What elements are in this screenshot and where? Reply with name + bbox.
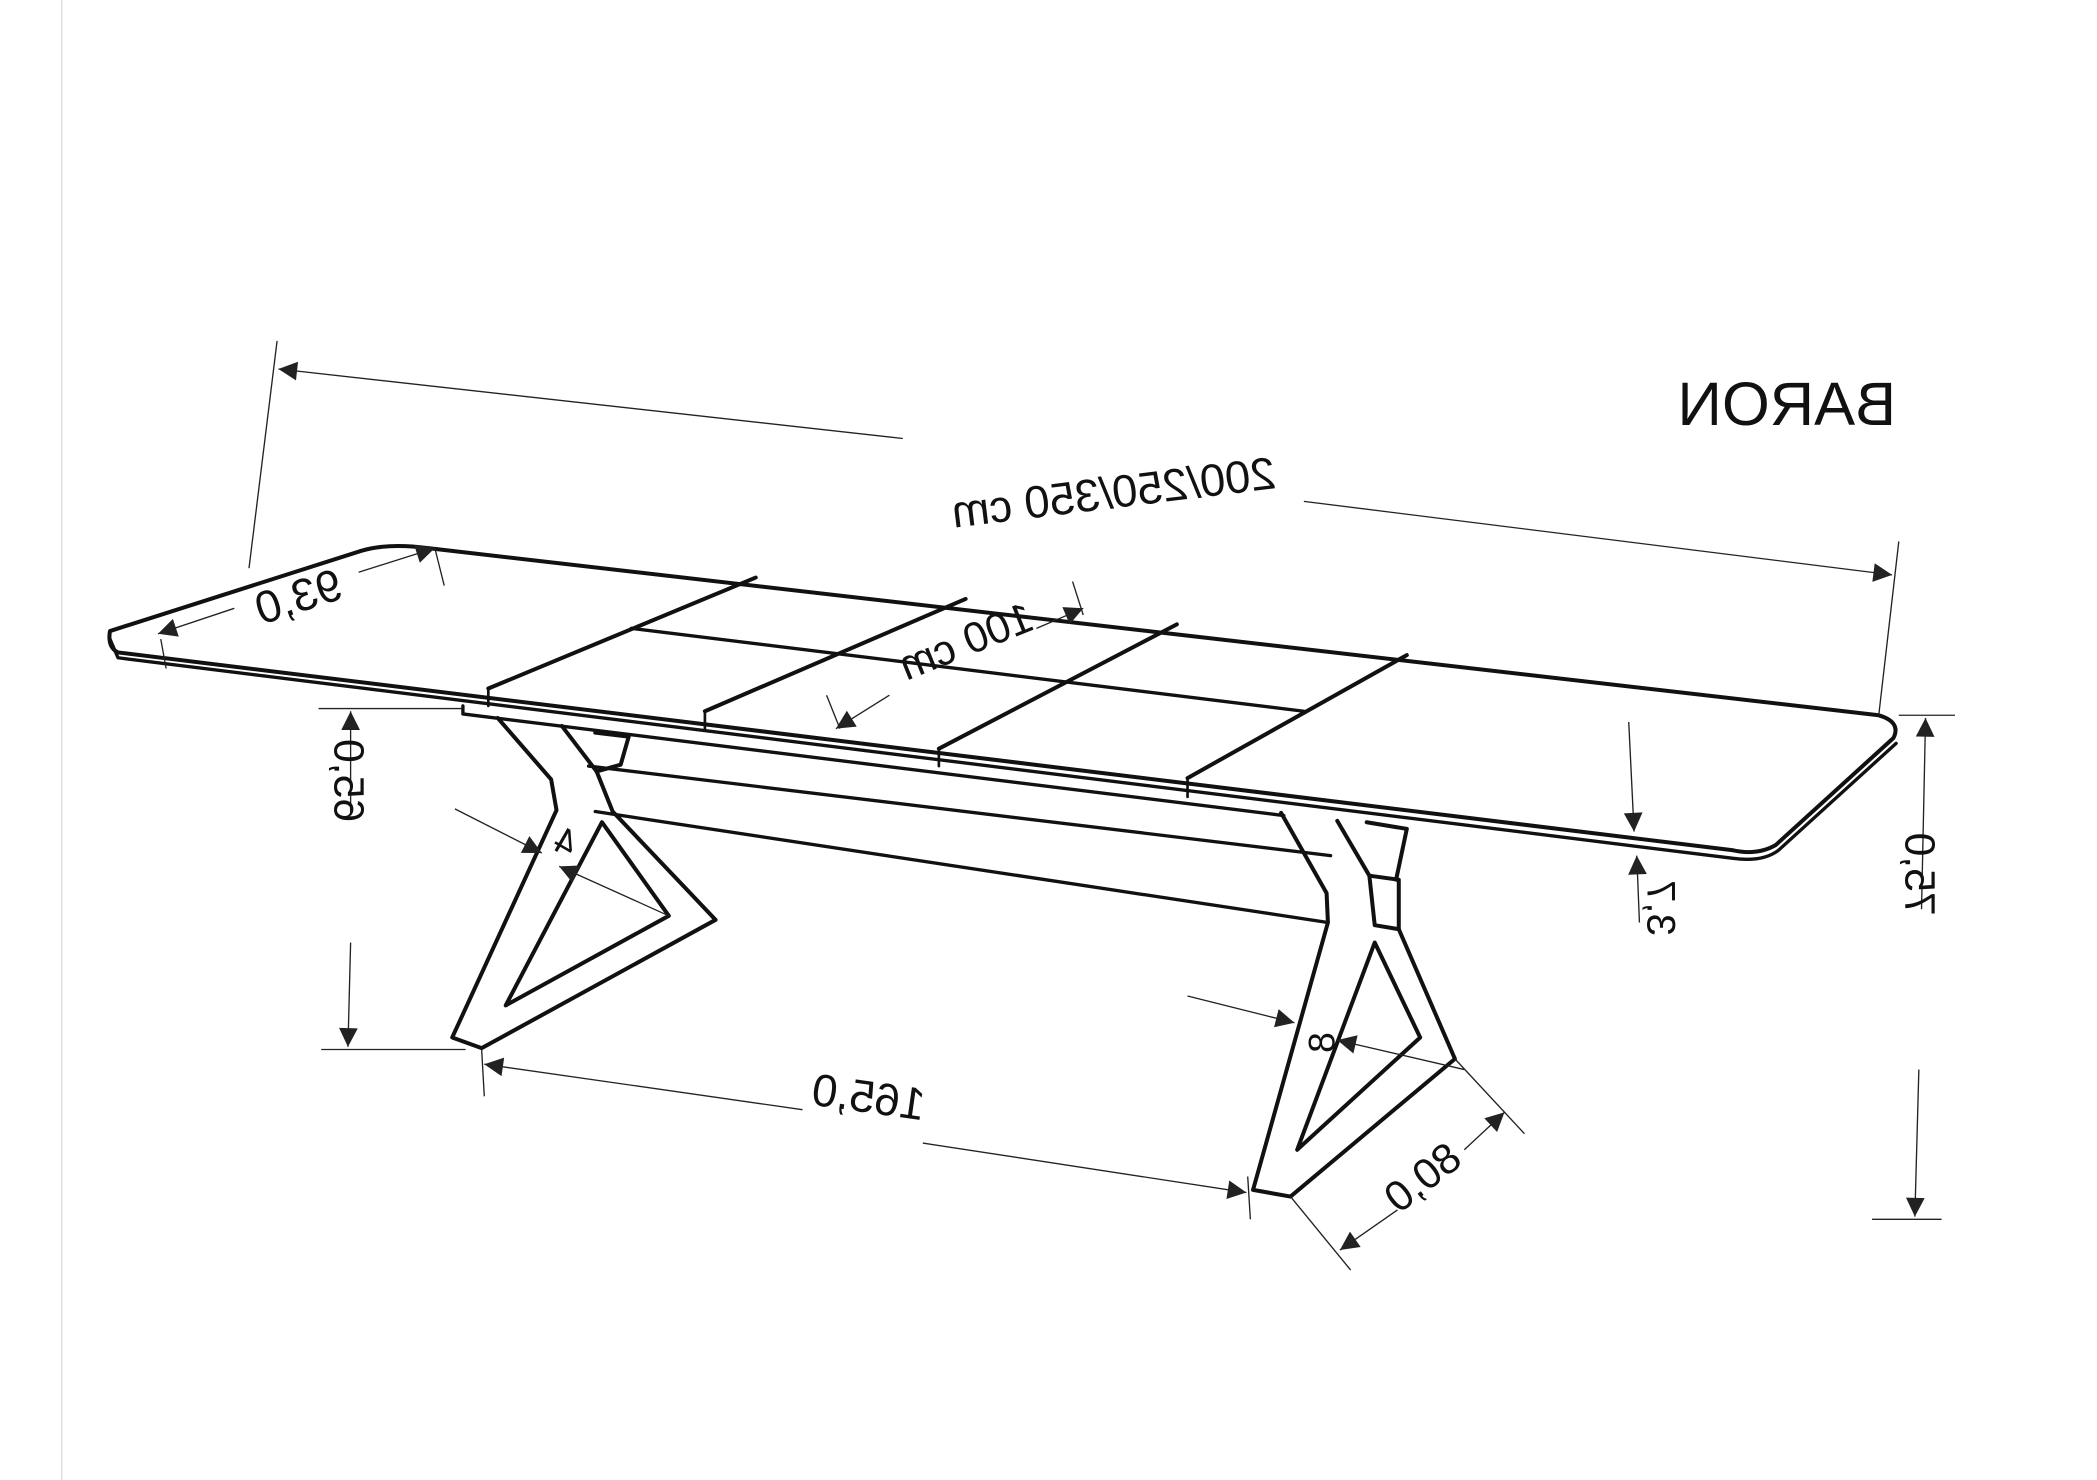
apron (461, 704, 1333, 925)
dimension-lines (157, 340, 1955, 1271)
length-label: 200/250/350 cm (949, 447, 1279, 537)
leg-spacing-label: 165,0 (809, 1064, 929, 1130)
left-leg (450, 715, 718, 1051)
leg-depth-label: 80,0 (1375, 1133, 1470, 1222)
leg-height-label: 65,0 (325, 739, 373, 822)
height-label: 75,0 (1895, 833, 1943, 916)
right-leg (1251, 810, 1457, 1199)
width-label: 93,0 (248, 559, 348, 635)
product-title: BARON (1677, 370, 1896, 439)
leg-width-8-label: 8 (1301, 1032, 1343, 1053)
tabletop (107, 544, 1898, 861)
thickness-label: 3,7 (1638, 880, 1682, 936)
leg-width-4-label: 4 (547, 818, 586, 865)
